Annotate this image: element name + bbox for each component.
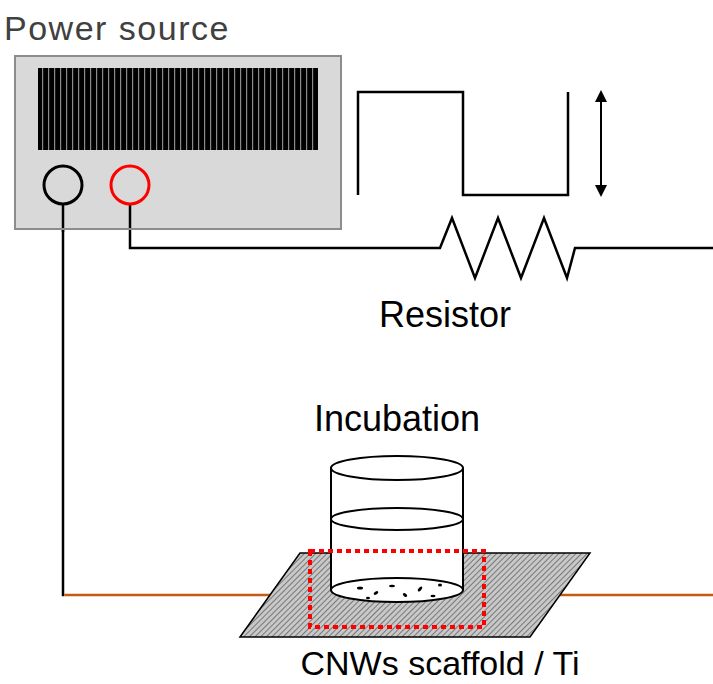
orange-wire bbox=[560, 594, 713, 597]
power-source-face bbox=[16, 57, 340, 228]
scaffold-label: CNWs scaffold / Ti bbox=[230, 644, 650, 682]
cells bbox=[357, 584, 442, 600]
device-title: Power source bbox=[4, 6, 342, 52]
square-wave bbox=[358, 92, 568, 195]
scaffold: CNWs scaffold / Ti bbox=[230, 548, 650, 682]
amplitude-arrow bbox=[595, 90, 607, 197]
vessel-label: Incubation bbox=[314, 398, 480, 440]
black-wire bbox=[62, 205, 65, 232]
dotted-region bbox=[310, 551, 484, 627]
red-terminal bbox=[111, 166, 149, 204]
wire-connector bbox=[63, 230, 270, 596]
power-source-box bbox=[14, 55, 342, 230]
power-source: Power source bbox=[14, 6, 342, 230]
scaffold-plate bbox=[230, 548, 650, 642]
scaffold-outline bbox=[240, 553, 590, 637]
component-label: Resistor bbox=[379, 294, 511, 336]
display-panel bbox=[38, 68, 318, 150]
black-terminal bbox=[44, 166, 82, 204]
